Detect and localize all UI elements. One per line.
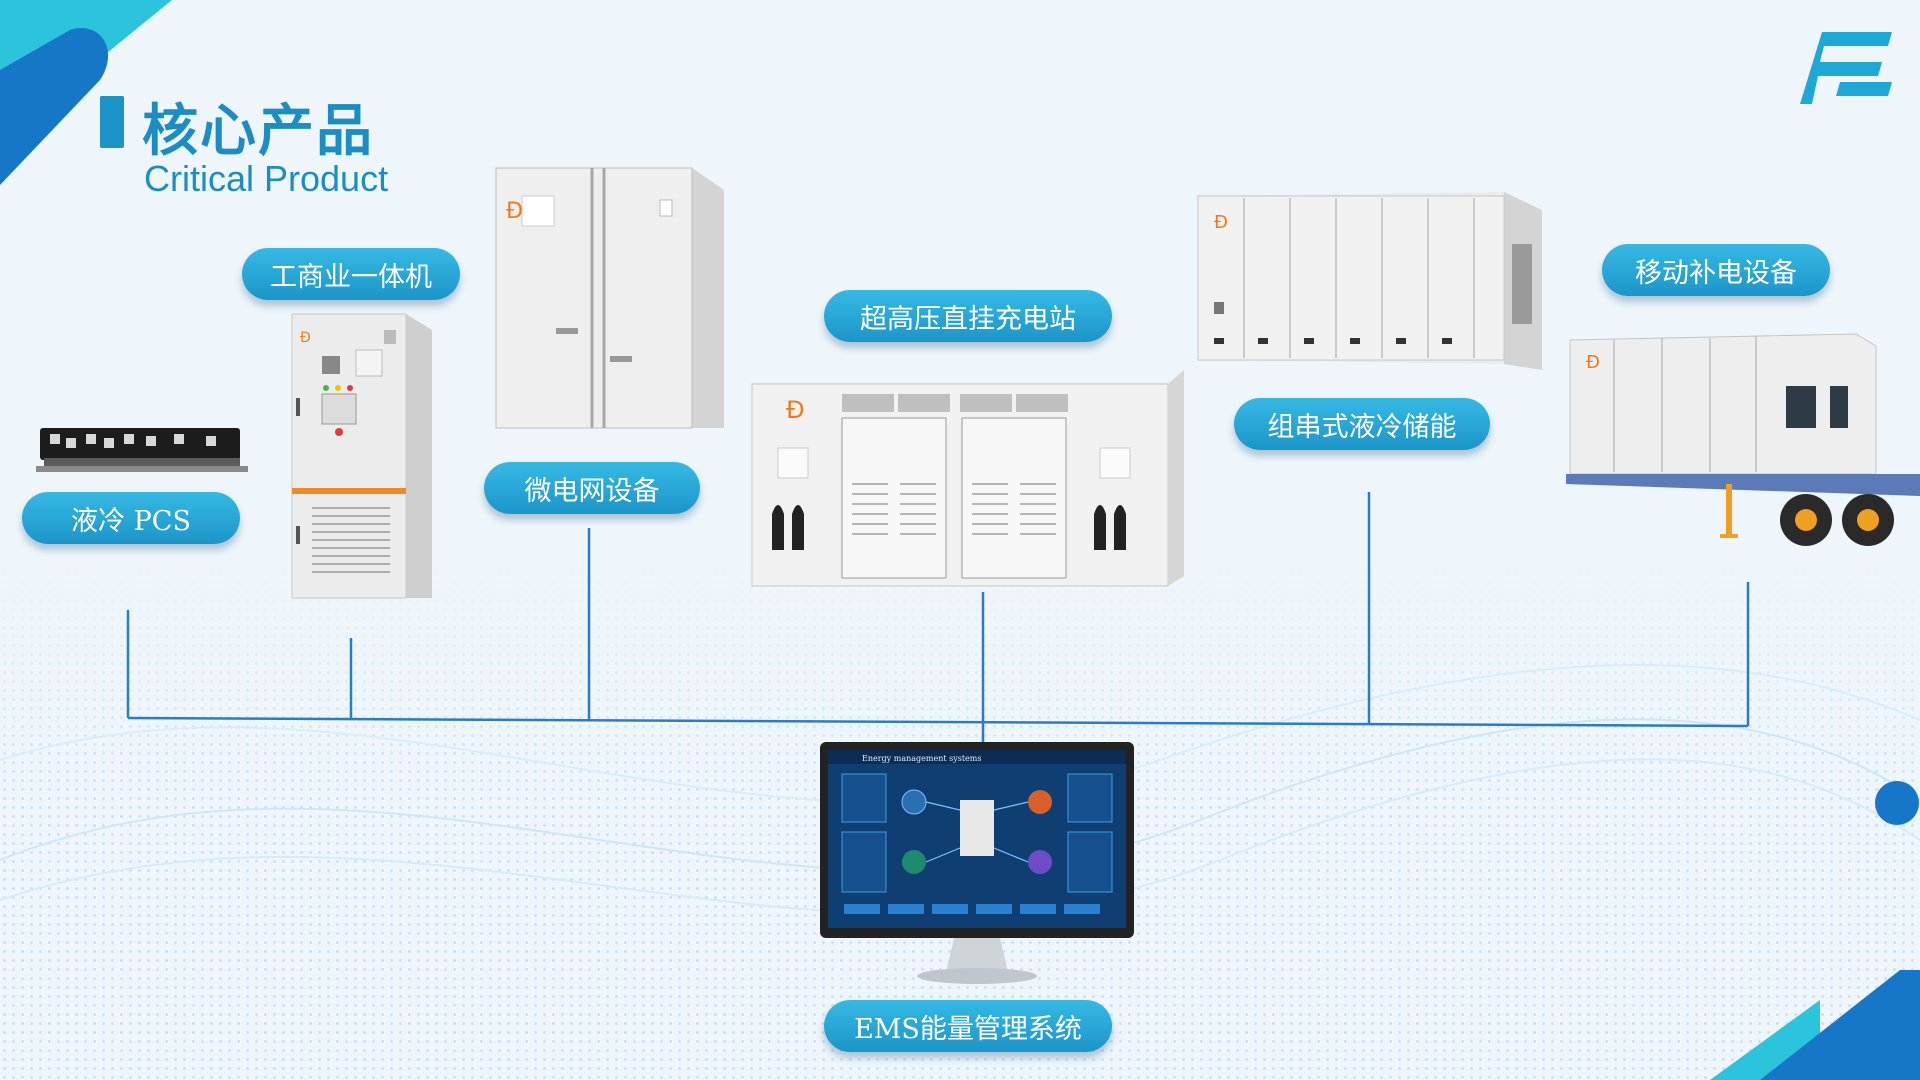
product-label-liquid-pcs[interactable]: 液冷 PCS bbox=[22, 492, 240, 544]
brand-logo-icon bbox=[1800, 32, 1892, 104]
svg-text:Ð: Ð bbox=[1586, 352, 1600, 373]
product-label-microgrid[interactable]: 微电网设备 bbox=[484, 462, 700, 514]
decoration-dot bbox=[1875, 781, 1919, 825]
ems-monitor-image: Energy management systems bbox=[820, 742, 1134, 984]
svg-text:Ð: Ð bbox=[300, 330, 311, 346]
microgrid-equipment-image: Ð bbox=[495, 167, 724, 429]
string-liquid-storage-image: Ð bbox=[1197, 192, 1542, 370]
title-accent-bar bbox=[100, 96, 124, 148]
ems-label[interactable]: EMS能量管理系统 bbox=[824, 1000, 1112, 1052]
product-label-mobile-charging[interactable]: 移动补电设备 bbox=[1602, 244, 1830, 296]
product-label-string-liquid-storage[interactable]: 组串式液冷储能 bbox=[1234, 398, 1490, 450]
page-subtitle: Critical Product bbox=[144, 158, 389, 199]
ci-integrated-cabinet-image: Ð bbox=[291, 313, 432, 599]
product-label-uhv-charging[interactable]: 超高压直挂充电站 bbox=[824, 290, 1112, 342]
liquid-pcs-image bbox=[36, 428, 248, 472]
ems-screen-title: Energy management systems bbox=[862, 754, 981, 763]
corner-decoration-bottom-right bbox=[1710, 970, 1920, 1080]
corner-decoration-top-left bbox=[0, 0, 172, 185]
product-label-ci-integrated[interactable]: 工商业一体机 bbox=[242, 248, 460, 300]
svg-text:Ð: Ð bbox=[506, 199, 523, 224]
svg-text:Ð: Ð bbox=[786, 396, 805, 424]
svg-text:Ð: Ð bbox=[1214, 212, 1228, 233]
page-title: 核心产品 bbox=[142, 99, 374, 164]
uhv-charging-station-image: Ð bbox=[751, 370, 1184, 587]
mobile-charging-trailer-image: Ð bbox=[1566, 333, 1920, 546]
